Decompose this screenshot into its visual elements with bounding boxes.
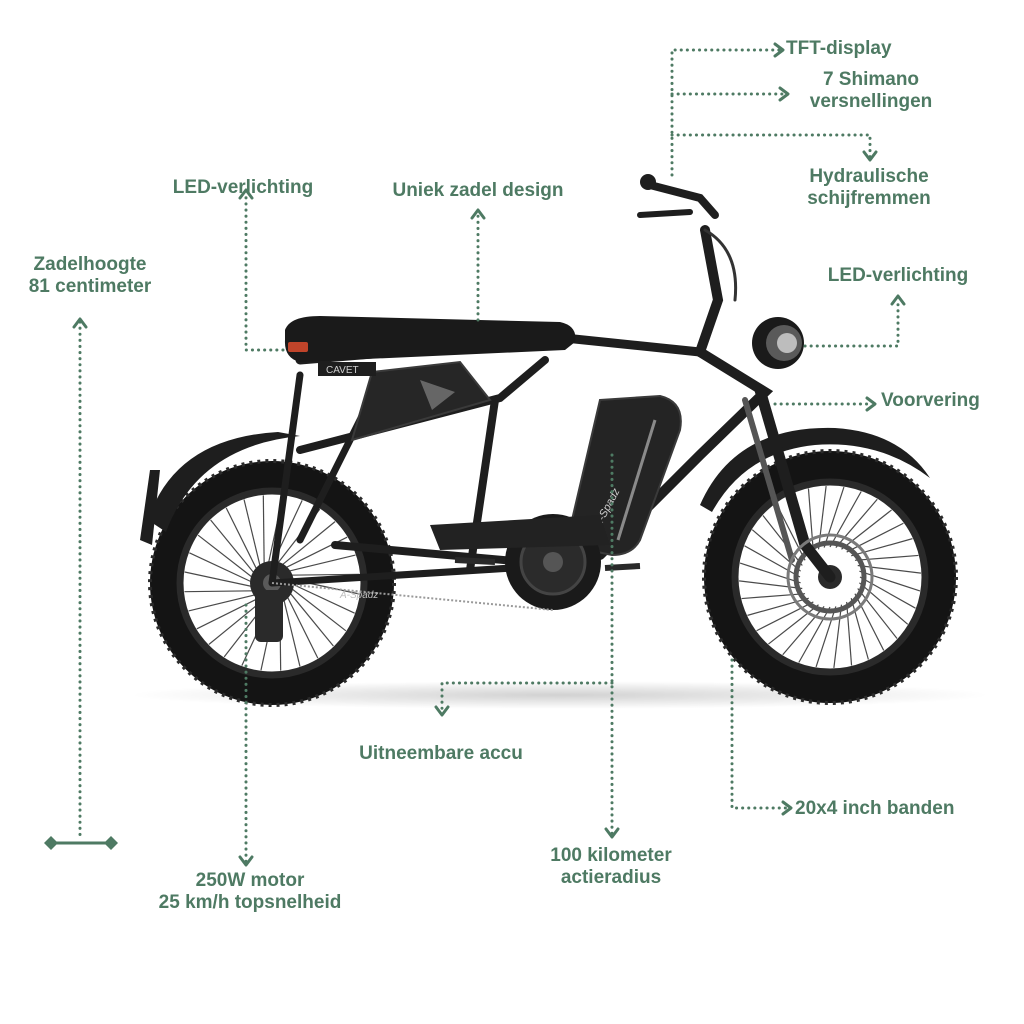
spoke	[854, 554, 919, 561]
spoke	[289, 586, 347, 632]
rear-fender	[148, 432, 300, 532]
label-saddle-design: Uniek zadel design	[392, 180, 564, 201]
spoke	[285, 593, 319, 659]
spoke	[184, 571, 255, 588]
spoke	[747, 597, 809, 616]
callout-arrowheads	[72, 42, 906, 867]
label-led-front: LED-verlichting	[827, 265, 969, 286]
headlight	[752, 317, 804, 369]
spoke	[208, 598, 265, 645]
label-hydraulic-brakes: Hydraulische schijfremmen	[807, 166, 931, 209]
handlebar	[637, 181, 738, 357]
spoke	[782, 606, 825, 656]
spoke	[859, 582, 909, 625]
spoke	[807, 488, 814, 553]
frame-bag	[350, 360, 492, 442]
spoke	[859, 570, 921, 592]
spoke	[829, 491, 862, 548]
spoke	[835, 498, 878, 548]
spoke	[739, 580, 803, 590]
spoke	[741, 593, 806, 600]
label-range: 100 kilometer actieradius	[550, 845, 672, 888]
spoke	[288, 573, 360, 576]
frame-badge-text: CAVET	[326, 365, 359, 376]
spoke	[859, 576, 916, 609]
spoke	[857, 588, 898, 639]
spoke	[833, 604, 843, 668]
spoke	[184, 590, 256, 593]
spoke	[846, 601, 853, 666]
spoke	[823, 486, 845, 548]
spoke	[197, 534, 255, 580]
spoke	[282, 596, 301, 667]
spoke	[210, 519, 257, 576]
spoke	[762, 515, 803, 566]
spoke	[279, 521, 336, 568]
spoke	[857, 564, 921, 574]
label-led-rear: LED-verlichting	[172, 177, 314, 198]
spoke	[768, 604, 819, 645]
derailleur	[255, 590, 283, 642]
label-seat-height: Zadelhoogte 81 centimeter	[28, 254, 152, 297]
spoke	[846, 522, 904, 553]
seat-height-base-marker	[44, 836, 118, 850]
spoke	[851, 538, 913, 557]
spoke	[854, 593, 885, 651]
label-shimano-gears: 7 Shimano versnellingen	[809, 69, 933, 112]
label-tires: 20x4 inch banden	[795, 798, 955, 819]
spoke	[225, 507, 259, 573]
label-motor: 250W motor 25 km/h topsnelheid	[158, 870, 342, 913]
spoke	[243, 499, 262, 570]
front-brake-disc	[786, 533, 874, 621]
chainguard-brand-text: A-Spadz	[339, 590, 378, 601]
spoke	[739, 562, 801, 584]
spoke	[744, 545, 801, 578]
spoke	[188, 593, 259, 612]
saddle: CAVET	[284, 316, 576, 376]
spoke	[289, 582, 355, 614]
label-tft-display: TFT-display	[786, 38, 892, 59]
label-suspension: Voorvering	[881, 390, 980, 411]
spoke	[285, 554, 356, 573]
label-removable-battery: Uitneembare accu	[359, 743, 523, 764]
spoke	[751, 529, 801, 572]
spoke	[841, 509, 892, 550]
spoke	[756, 601, 814, 632]
spoke	[815, 606, 837, 668]
spoke	[287, 590, 334, 647]
drivetrain: A-Spadz	[271, 514, 641, 611]
spoke	[262, 495, 265, 567]
spoke	[798, 606, 831, 663]
spoke	[196, 596, 262, 630]
spoke	[189, 552, 255, 584]
spoke	[850, 598, 869, 660]
spoke	[817, 486, 827, 550]
callout-lines	[78, 48, 900, 864]
